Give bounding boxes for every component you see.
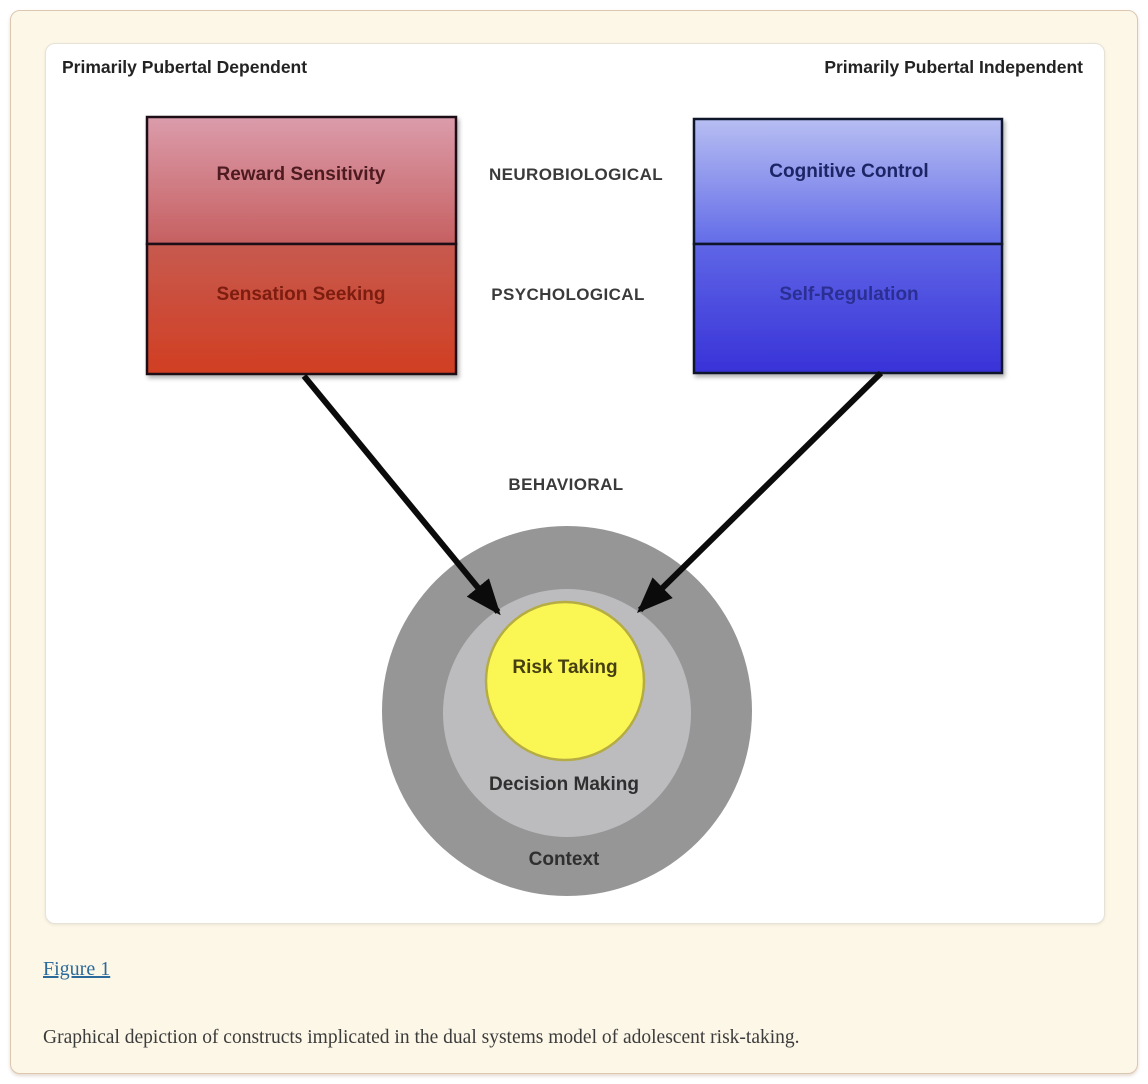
reward-sensitivity-label: Reward Sensitivity <box>217 164 386 185</box>
sensation-seeking-box <box>145 242 458 376</box>
figure-image-panel[interactable]: Primarily Pubertal Dependent Primarily P… <box>45 43 1105 924</box>
figure-card: Primarily Pubertal Dependent Primarily P… <box>10 10 1138 1074</box>
self-regulation-label: Self-Regulation <box>779 284 918 305</box>
reward-sensitivity-box <box>145 115 458 246</box>
self-regulation-box <box>692 242 1004 375</box>
sensation-seeking-label: Sensation Seeking <box>217 284 386 305</box>
arrow-red-system-to-risk <box>301 374 501 616</box>
risk-taking-label: Risk Taking <box>512 657 617 678</box>
level-label-neurobiological: NEUROBIOLOGICAL <box>489 165 663 184</box>
heading-pubertal-independent: Primarily Pubertal Independent <box>824 57 1083 77</box>
arrow-blue-system-to-risk <box>637 370 884 613</box>
level-label-behavioral: BEHAVIORAL <box>508 475 623 494</box>
cognitive-control-box <box>692 117 1004 246</box>
figure-1-link[interactable]: Figure 1 <box>43 958 111 980</box>
dual-systems-diagram: Reward Sensitivity Sensation Seeking Cog… <box>145 115 1004 896</box>
risk-taking-circle <box>484 600 646 762</box>
decision-making-label: Decision Making <box>489 774 639 795</box>
level-label-psychological: PSYCHOLOGICAL <box>491 285 645 304</box>
cognitive-control-label: Cognitive Control <box>769 161 928 182</box>
heading-pubertal-dependent: Primarily Pubertal Dependent <box>62 57 308 77</box>
context-label: Context <box>529 849 600 870</box>
figure-caption: Graphical depiction of constructs implic… <box>43 1026 800 1048</box>
